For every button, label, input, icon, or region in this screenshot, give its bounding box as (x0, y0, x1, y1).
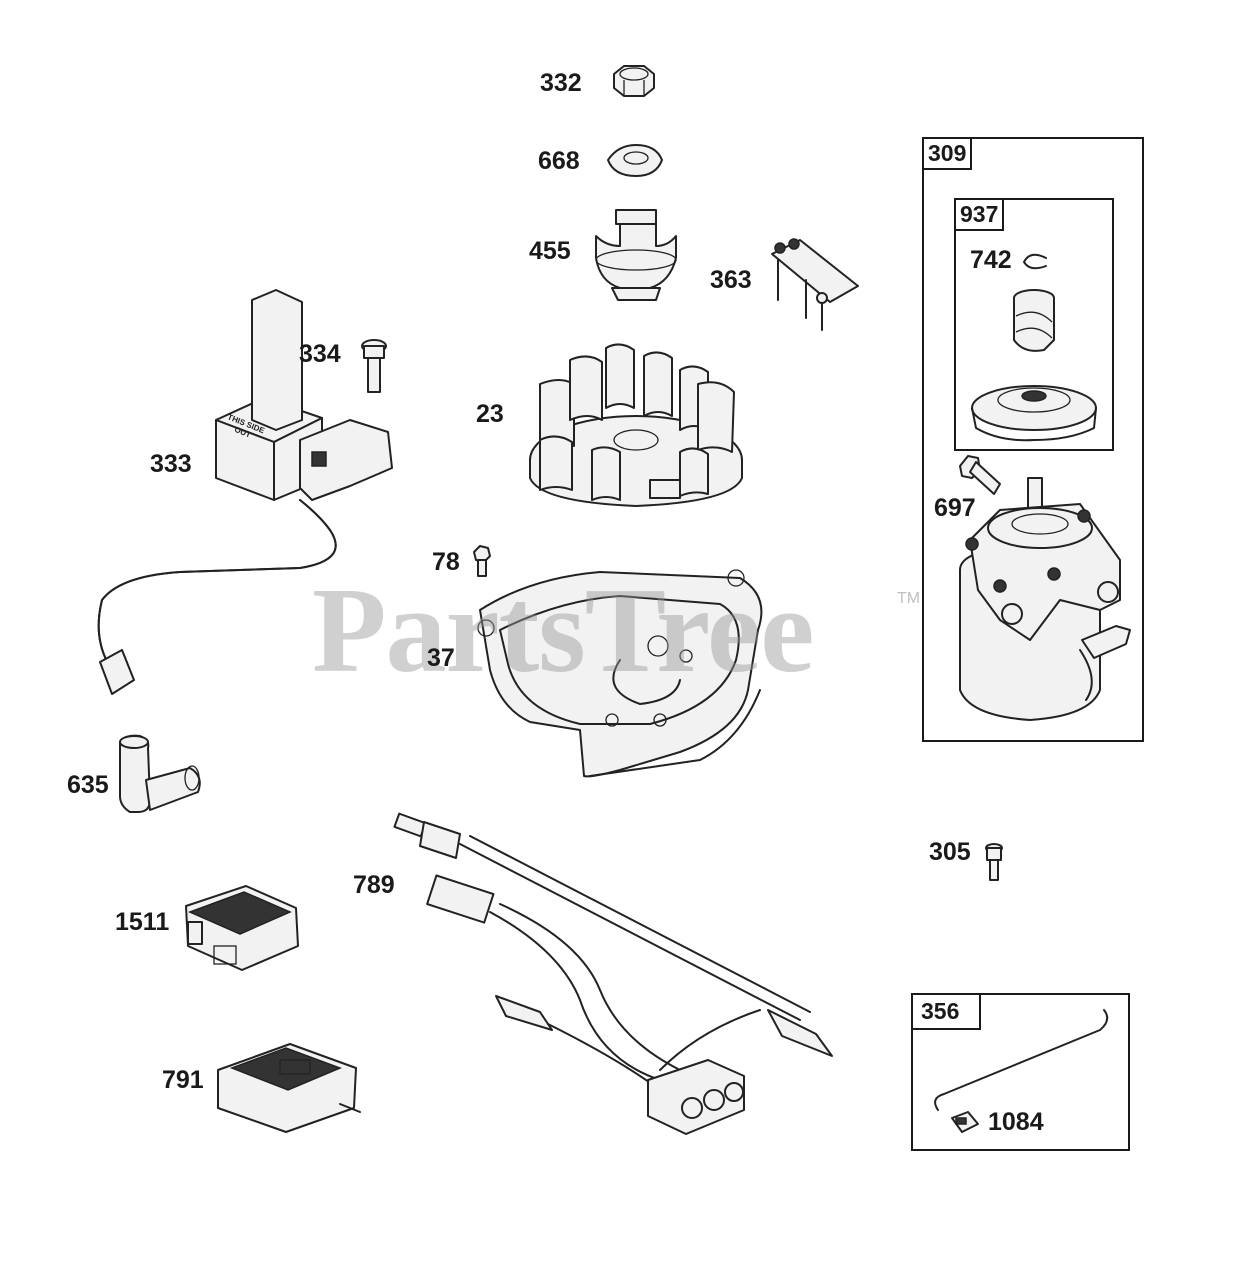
callout-78[interactable]: 78 (432, 548, 460, 576)
callout-305[interactable]: 305 (929, 838, 971, 866)
callout-363[interactable]: 363 (710, 266, 752, 294)
retaining-clip-742-part[interactable] (1023, 253, 1047, 270)
callout-333[interactable]: 333 (150, 450, 192, 478)
starter-motor-part[interactable] (959, 477, 1131, 721)
ignition-coil-333-part[interactable] (97, 289, 393, 695)
drive-kit-937-frame (954, 198, 1114, 451)
hex-nut-332-part[interactable] (613, 65, 655, 97)
screw-78-part[interactable] (473, 545, 491, 577)
callout-23[interactable]: 23 (476, 400, 504, 428)
callout-742[interactable]: 742 (970, 246, 1012, 274)
callout-635[interactable]: 635 (67, 771, 109, 799)
callout-791[interactable]: 791 (162, 1066, 204, 1094)
box-label-937[interactable]: 937 (954, 198, 1005, 232)
callout-37[interactable]: 37 (427, 644, 455, 672)
wire-1084-part[interactable] (934, 1009, 1109, 1133)
flywheel-23-part[interactable] (529, 343, 743, 507)
wire-kit-356-frame (911, 993, 1130, 1151)
blower-housing-37-part[interactable] (477, 569, 763, 778)
callout-697[interactable]: 697 (934, 494, 976, 522)
partstree-watermark: PartsTree (312, 563, 814, 698)
battery-1511-part[interactable] (185, 885, 299, 971)
wiring-harness-789-part[interactable] (393, 812, 833, 1135)
callout-1511[interactable]: 1511 (115, 908, 170, 936)
trademark-mark: TM (897, 590, 921, 607)
bracket-363-part[interactable] (771, 238, 859, 331)
washer-668-part[interactable] (607, 144, 663, 177)
callout-789[interactable]: 789 (353, 871, 395, 899)
box-label-309[interactable]: 309 (922, 137, 973, 171)
spark-plug-boot-635-part[interactable] (119, 734, 201, 813)
starter-cup-455-part[interactable] (595, 209, 677, 301)
callout-334[interactable]: 334 (299, 340, 341, 368)
bolt-334-part[interactable] (361, 339, 387, 393)
callout-1084[interactable]: 1084 (988, 1108, 1044, 1136)
bolt-697-part[interactable] (959, 455, 1001, 495)
callout-455[interactable]: 455 (529, 237, 571, 265)
charger-791-part[interactable] (217, 1043, 361, 1133)
callout-332[interactable]: 332 (540, 69, 582, 97)
box-label-356[interactable]: 356 (911, 993, 982, 1031)
callout-668[interactable]: 668 (538, 147, 580, 175)
pinion-drive-937-part[interactable] (971, 289, 1097, 442)
bolt-305-part[interactable] (985, 843, 1003, 881)
starter-kit-309-frame (922, 137, 1144, 742)
